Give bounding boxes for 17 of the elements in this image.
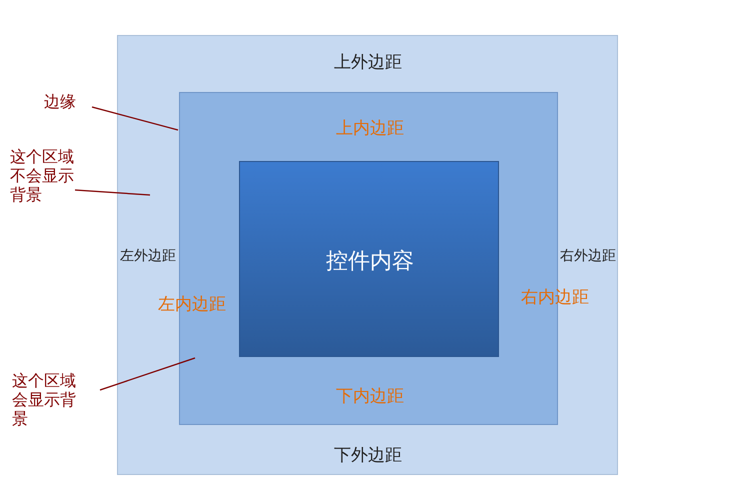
leader-line xyxy=(100,357,196,391)
padding-label: 左内边距 xyxy=(158,294,226,316)
padding-label: 下内边距 xyxy=(336,386,404,408)
padding-label: 右内边距 xyxy=(521,286,589,308)
padding-label: 上内边距 xyxy=(336,118,404,140)
leader-line xyxy=(92,106,178,131)
content-label: 控件内容 xyxy=(326,248,414,276)
callout-text: 这个区域不会显示背景 xyxy=(10,147,78,204)
content-box xyxy=(239,161,499,357)
margin-label: 左外边距 xyxy=(120,247,176,265)
margin-label: 右外边距 xyxy=(560,247,616,265)
margin-label: 下外边距 xyxy=(334,444,402,466)
leader-line xyxy=(74,189,150,196)
callout-text: 这个区域会显示背景 xyxy=(12,371,80,428)
margin-label: 上外边距 xyxy=(334,52,402,74)
margin-box xyxy=(117,35,618,475)
callout-text: 边缘 xyxy=(44,92,104,111)
